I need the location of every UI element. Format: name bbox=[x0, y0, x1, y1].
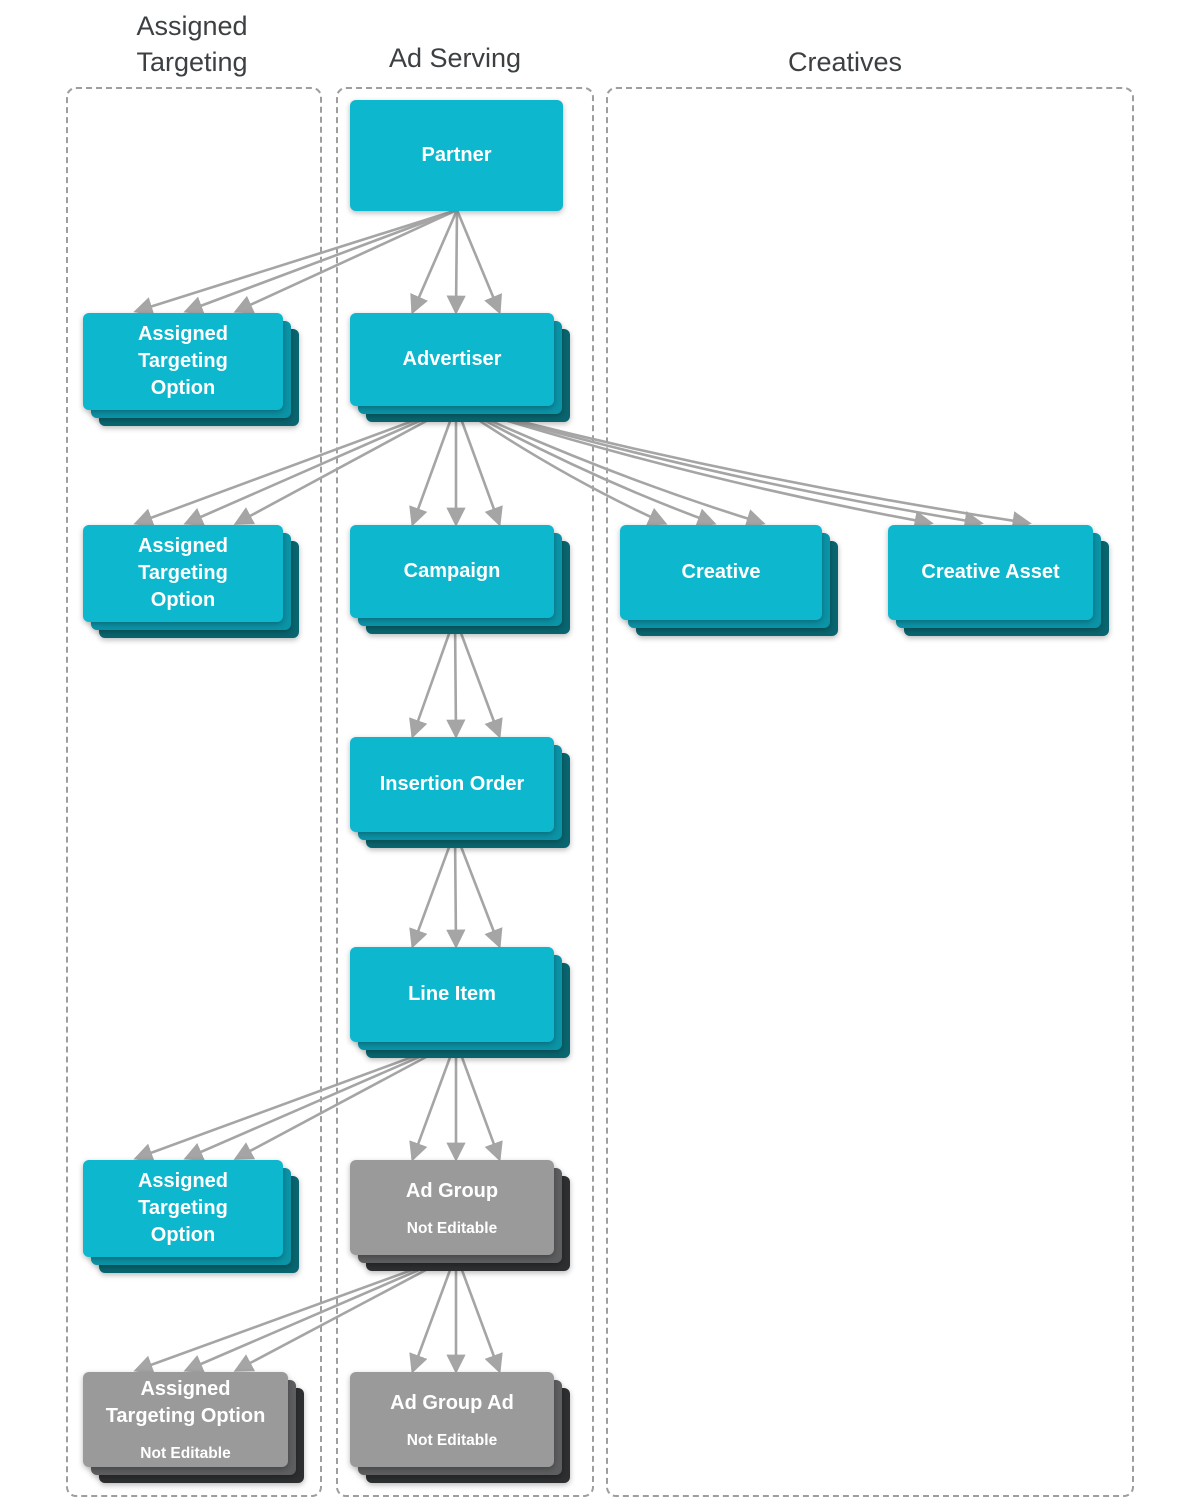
node-ad-group-label: Ad Group bbox=[405, 1179, 499, 1202]
edge-advertiser-to-creative bbox=[455, 403, 766, 528]
node-line-item: Line Item bbox=[350, 947, 554, 1042]
edge-partner-to-assigned-targeting-option-1 bbox=[133, 208, 458, 316]
edge-campaign-to-insertion-order bbox=[453, 616, 503, 739]
node-campaign: Campaign bbox=[350, 525, 554, 618]
node-assigned-targeting-option-1-label: Assigned Targeting Option bbox=[137, 323, 229, 399]
node-partner-label: Partner bbox=[421, 144, 492, 166]
edge-partner-to-assigned-targeting-option-1 bbox=[233, 208, 458, 314]
edge-insertion-order-to-line-item bbox=[446, 830, 466, 949]
node-partner: Partner bbox=[350, 100, 563, 211]
edge-line-item-to-assigned-targeting-option-3 bbox=[233, 1039, 457, 1160]
edge-advertiser-to-creative-asset bbox=[455, 403, 984, 530]
node-assigned-targeting-option-2-label: Assigned Targeting Option bbox=[137, 535, 229, 611]
column-box-assigned-targeting bbox=[66, 87, 322, 1497]
edge-line-item-to-assigned-targeting-option-3 bbox=[133, 1039, 457, 1162]
node-creative-asset-label: Creative Asset bbox=[921, 561, 1060, 583]
node-ad-group-sublabel: Not Editable bbox=[406, 1219, 498, 1237]
edge-partner-to-advertiser bbox=[446, 209, 466, 315]
edge-advertiser-to-creative bbox=[455, 403, 668, 526]
edge-advertiser-to-campaign bbox=[409, 404, 458, 527]
node-assigned-targeting-option-3: Assigned Targeting Option bbox=[83, 1160, 283, 1257]
edge-partner-to-advertiser bbox=[410, 209, 459, 315]
column-box-ad-serving bbox=[336, 87, 594, 1497]
node-ad-group-ad: Ad Group Ad Not Editable bbox=[350, 1372, 554, 1467]
node-assigned-targeting-option-4-label: Assigned Targeting Option bbox=[105, 1378, 266, 1427]
edge-insertion-order-to-line-item bbox=[453, 830, 503, 949]
node-assigned-targeting-option-2: Assigned Targeting Option bbox=[83, 525, 283, 622]
node-campaign-label: Campaign bbox=[403, 560, 501, 582]
node-creative: Creative bbox=[620, 525, 822, 620]
column-header-assigned-targeting: Assigned Targeting bbox=[136, 11, 248, 77]
edge-advertiser-to-creative-asset bbox=[455, 403, 934, 530]
edge-advertiser-to-creative bbox=[455, 403, 717, 527]
node-assigned-targeting-option-1: Assigned Targeting Option bbox=[83, 313, 283, 410]
edge-line-item-to-ad-group bbox=[409, 1040, 458, 1162]
edge-partner-to-advertiser bbox=[455, 209, 502, 315]
node-insertion-order: Insertion Order bbox=[350, 737, 554, 832]
node-insertion-order-label: Insertion Order bbox=[379, 773, 525, 795]
node-creative-asset: Creative Asset bbox=[888, 525, 1093, 620]
edge-partner-to-assigned-targeting-option-1 bbox=[183, 208, 458, 315]
node-advertiser: Advertiser bbox=[350, 313, 554, 406]
node-ad-group-ad-label: Ad Group Ad bbox=[390, 1391, 514, 1414]
edge-ad-group-to-ad-group-ad bbox=[454, 1253, 503, 1374]
column-header-creatives: Creatives bbox=[787, 47, 903, 77]
column-header-ad-serving: Ad Serving bbox=[388, 43, 522, 73]
node-advertiser-label: Advertiser bbox=[402, 348, 502, 370]
edge-line-item-to-assigned-targeting-option-3 bbox=[183, 1039, 457, 1161]
node-ad-group-ad-sublabel: Not Editable bbox=[406, 1431, 498, 1449]
node-assigned-targeting-option-3-label: Assigned Targeting Option bbox=[137, 1170, 229, 1246]
edge-insertion-order-to-line-item bbox=[409, 830, 457, 949]
edge-campaign-to-insertion-order bbox=[409, 616, 457, 739]
edge-ad-group-to-ad-group-ad bbox=[409, 1253, 458, 1374]
node-assigned-targeting-option-4-sublabel: Not Editable bbox=[140, 1445, 231, 1462]
node-creative-label: Creative bbox=[681, 561, 761, 583]
edge-campaign-to-insertion-order bbox=[446, 616, 466, 739]
node-line-item-label: Line Item bbox=[408, 983, 496, 1005]
edge-line-item-to-ad-group bbox=[454, 1040, 503, 1162]
edge-advertiser-to-creative-asset bbox=[455, 403, 1032, 531]
column-box-creatives bbox=[606, 87, 1134, 1497]
